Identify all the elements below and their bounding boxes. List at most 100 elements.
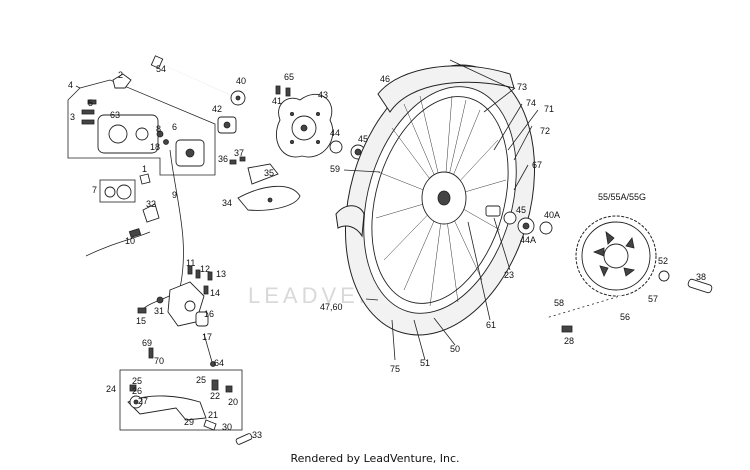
caliper-bracket[interactable] bbox=[247, 163, 279, 185]
callout-12[interactable]: 12 bbox=[200, 264, 210, 274]
grommet[interactable] bbox=[116, 184, 132, 200]
callout-28[interactable]: 28 bbox=[564, 336, 574, 346]
callout-29[interactable]: 29 bbox=[184, 417, 194, 427]
callout-42[interactable]: 42 bbox=[212, 104, 222, 114]
brake-disc[interactable] bbox=[275, 94, 334, 158]
callout-65[interactable]: 65 bbox=[284, 72, 294, 82]
callout-44a[interactable]: 44A bbox=[520, 235, 536, 245]
brake-pedal[interactable] bbox=[127, 395, 207, 421]
callout-72[interactable]: 72 bbox=[540, 126, 550, 136]
callout-31[interactable]: 31 bbox=[154, 306, 164, 316]
hub-spacer-right[interactable] bbox=[485, 205, 501, 217]
wheel-assembly[interactable] bbox=[315, 43, 564, 358]
callout-3[interactable]: 3 bbox=[70, 112, 75, 122]
callout-46[interactable]: 46 bbox=[380, 74, 390, 84]
callout-52[interactable]: 52 bbox=[658, 256, 668, 266]
callout-7[interactable]: 7 bbox=[92, 185, 97, 195]
callout-71[interactable]: 71 bbox=[544, 104, 554, 114]
callout-33[interactable]: 33 bbox=[252, 430, 262, 440]
callout-40[interactable]: 40 bbox=[236, 76, 246, 86]
callout-21[interactable]: 21 bbox=[208, 410, 218, 420]
callout-75[interactable]: 75 bbox=[390, 364, 400, 374]
callout-45b[interactable]: 45 bbox=[516, 205, 526, 215]
wheel-bearing-left[interactable] bbox=[329, 140, 343, 154]
callout-17[interactable]: 17 bbox=[202, 332, 212, 342]
warning-label[interactable] bbox=[142, 203, 160, 223]
rear-sprocket[interactable] bbox=[575, 215, 657, 297]
master-link[interactable] bbox=[561, 325, 573, 333]
tire-section[interactable] bbox=[335, 205, 365, 238]
callout-51[interactable]: 51 bbox=[420, 358, 430, 368]
callout-22[interactable]: 22 bbox=[210, 391, 220, 401]
callout-74[interactable]: 74 bbox=[526, 98, 536, 108]
callout-61[interactable]: 61 bbox=[486, 320, 496, 330]
bleeder-cap[interactable] bbox=[112, 73, 132, 89]
callout-5[interactable]: 5 bbox=[88, 98, 93, 108]
bearing-right[interactable] bbox=[503, 211, 517, 225]
callout-13[interactable]: 13 bbox=[216, 269, 226, 279]
callout-32[interactable]: 32 bbox=[146, 199, 156, 209]
callout-4[interactable]: 4 bbox=[68, 80, 73, 90]
callout-56[interactable]: 56 bbox=[620, 312, 630, 322]
callout-2[interactable]: 2 bbox=[118, 70, 123, 80]
pedal-spring[interactable] bbox=[203, 419, 217, 431]
front-axle[interactable] bbox=[150, 55, 239, 99]
callout-58[interactable]: 58 bbox=[554, 298, 564, 308]
callout-30[interactable]: 30 bbox=[222, 422, 232, 432]
callout-1[interactable]: 1 bbox=[142, 164, 147, 174]
callout-23[interactable]: 23 bbox=[504, 270, 514, 280]
pedal-pivot-bolt[interactable] bbox=[235, 433, 253, 445]
callout-8[interactable]: 8 bbox=[156, 124, 161, 134]
callout-70[interactable]: 70 bbox=[154, 356, 164, 366]
callout-67[interactable]: 67 bbox=[532, 160, 542, 170]
callout-11[interactable]: 11 bbox=[186, 258, 195, 268]
callout-40a[interactable]: 40A bbox=[544, 210, 560, 220]
callout-63[interactable]: 63 bbox=[110, 110, 120, 120]
callout-25b[interactable]: 25 bbox=[196, 375, 206, 385]
rotor-bolt[interactable] bbox=[275, 85, 281, 95]
callout-20[interactable]: 20 bbox=[228, 397, 238, 407]
callout-69[interactable]: 69 bbox=[142, 338, 152, 348]
callout-57[interactable]: 57 bbox=[648, 294, 658, 304]
callout-44[interactable]: 44 bbox=[330, 128, 340, 138]
sprocket-bolt[interactable] bbox=[687, 278, 713, 294]
brake-hose[interactable] bbox=[85, 231, 151, 257]
callout-59[interactable]: 59 bbox=[330, 164, 340, 174]
callout-41[interactable]: 41 bbox=[272, 96, 282, 106]
brake-caliper[interactable] bbox=[97, 114, 159, 154]
rear-master-cylinder[interactable] bbox=[137, 281, 209, 327]
callout-45a[interactable]: 45 bbox=[358, 134, 368, 144]
caliper-group[interactable] bbox=[67, 73, 216, 176]
retaining-clip[interactable] bbox=[658, 270, 670, 282]
callout-27[interactable]: 27 bbox=[138, 396, 148, 406]
callout-9[interactable]: 9 bbox=[172, 190, 177, 200]
inner-tube[interactable] bbox=[377, 65, 515, 113]
hose-clamp[interactable] bbox=[139, 173, 151, 185]
callout-50[interactable]: 50 bbox=[450, 344, 460, 354]
callout-25a[interactable]: 25 bbox=[132, 376, 142, 386]
callout-55[interactable]: 55/55A/55G bbox=[598, 192, 646, 202]
callout-43[interactable]: 43 bbox=[318, 90, 328, 100]
callout-37[interactable]: 37 bbox=[234, 148, 244, 158]
callout-14[interactable]: 14 bbox=[210, 288, 220, 298]
callout-38[interactable]: 38 bbox=[696, 272, 706, 282]
callout-24[interactable]: 24 bbox=[106, 384, 116, 394]
brake-line[interactable] bbox=[139, 149, 184, 313]
callout-47-60[interactable]: 47,60 bbox=[320, 302, 343, 312]
callout-64[interactable]: 64 bbox=[214, 358, 224, 368]
callout-36[interactable]: 36 bbox=[218, 154, 228, 164]
callout-54[interactable]: 54 bbox=[156, 64, 166, 74]
callout-6[interactable]: 6 bbox=[172, 122, 177, 132]
callout-15[interactable]: 15 bbox=[136, 316, 146, 326]
callout-73[interactable]: 73 bbox=[517, 82, 527, 92]
collar[interactable] bbox=[539, 221, 553, 235]
callout-26[interactable]: 26 bbox=[132, 386, 142, 396]
callout-16[interactable]: 16 bbox=[204, 309, 214, 319]
callout-34[interactable]: 34 bbox=[222, 198, 232, 208]
callout-10[interactable]: 10 bbox=[125, 236, 135, 246]
callout-35[interactable]: 35 bbox=[264, 168, 274, 178]
callout-18[interactable]: 18 bbox=[150, 142, 160, 152]
footer-credit: Rendered by LeadVenture, Inc. bbox=[290, 452, 460, 465]
